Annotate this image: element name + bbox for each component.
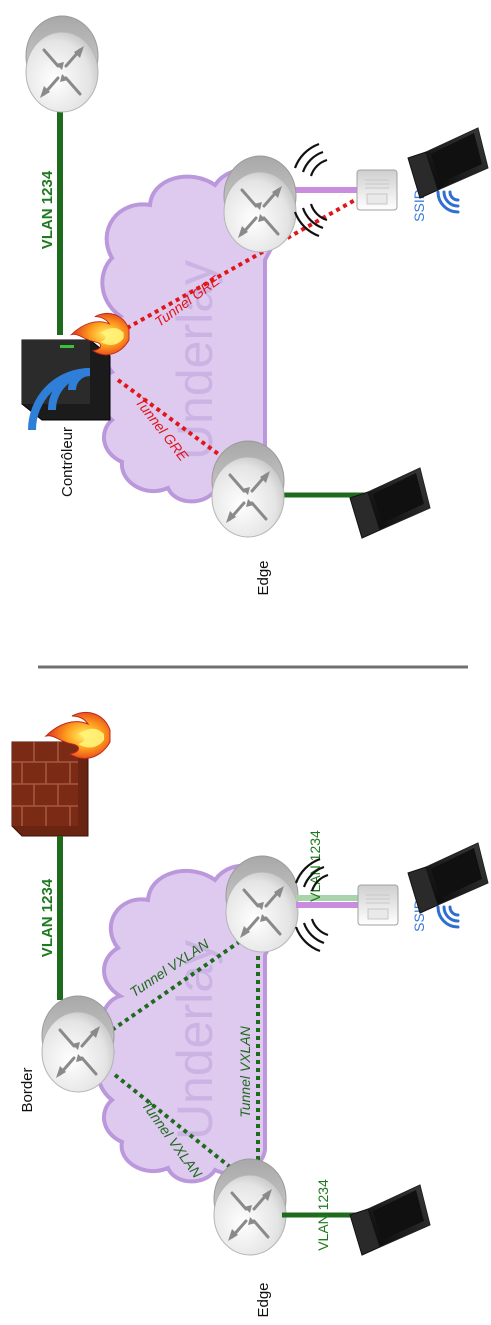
edge-label-bottom: Edge [255, 1282, 272, 1317]
laptop-icon [349, 467, 431, 539]
ap-router-icon-top [222, 154, 298, 254]
access-point-icon [357, 884, 399, 926]
vlan-label-bottom: VLAN 1234 [39, 878, 56, 957]
wifi-icon [436, 190, 460, 214]
underlay-label-bottom: Underlay [167, 940, 223, 1140]
vlan-label-top: VLAN 1234 [39, 170, 56, 249]
wifi-icon [436, 905, 460, 929]
wlc-controller-icon [21, 312, 130, 431]
vxlan-tunnel-right [110, 938, 244, 1032]
access-point-icon [356, 169, 398, 211]
vlan-label-edge: VLAN 1234 [315, 1179, 331, 1251]
underlay-label-top: Underlay [167, 260, 223, 460]
edge-router-icon-top [210, 439, 286, 539]
tunnel-vxlan-label-edge: Tunnel VXLAN [237, 1025, 253, 1117]
wireless-laptop-icon [407, 127, 489, 199]
edge-label-top: Edge [255, 560, 272, 595]
vlan-label-ap: VLAN 1234 [307, 830, 323, 902]
ap-router-icon-bottom [224, 854, 300, 954]
border-label: Border [19, 1067, 36, 1112]
firewall-icon [11, 711, 111, 837]
top-diagram: Underlay VLAN 1234 Tunnel GRE Tunnel GRE [21, 14, 489, 596]
edge-router-icon-bottom [212, 1157, 288, 1257]
border-router-icon [40, 994, 116, 1094]
laptop-icon [349, 1184, 431, 1256]
gre-tunnel-right [119, 198, 356, 334]
wireless-laptop-icon [407, 842, 489, 914]
underlay-cloud-top [96, 167, 287, 504]
controleur-label: Contrôleur [59, 427, 76, 497]
gre-tunnel-left [116, 378, 242, 472]
bottom-diagram: Underlay VLAN 123 [11, 711, 489, 1318]
router-icon [24, 14, 100, 114]
vxlan-tunnel-left [113, 1073, 242, 1177]
